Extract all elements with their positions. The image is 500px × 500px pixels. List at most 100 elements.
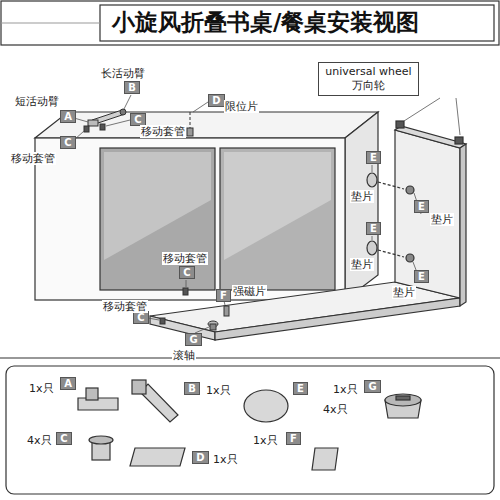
- roller: [210, 324, 216, 330]
- cabinet-side: [345, 112, 378, 300]
- leader-lines: [74, 95, 460, 333]
- part-long-arm: [132, 380, 146, 394]
- glass-shine: [104, 152, 211, 260]
- part-letter: D: [208, 94, 225, 107]
- part-letter-text: C: [60, 433, 68, 444]
- cabinet: [35, 112, 378, 300]
- part-roller: [385, 394, 421, 406]
- base-board-edge: [150, 316, 215, 340]
- callout-text: 万向轮: [325, 79, 412, 93]
- part-letter-text: D: [212, 95, 221, 106]
- arm-pivot: [120, 109, 126, 115]
- leader-line: [124, 95, 131, 109]
- title-box: [100, 5, 494, 41]
- leader-line: [193, 102, 208, 112]
- quantity-label: 1x只: [28, 382, 55, 395]
- sleeve: [100, 124, 105, 130]
- sleeve: [160, 318, 165, 324]
- part-letter-text: B: [188, 383, 196, 394]
- part-letter-text: C: [183, 267, 191, 278]
- part-stop-plate: [130, 448, 185, 466]
- part-sleeve: [89, 436, 113, 444]
- part-letter: C: [179, 266, 195, 279]
- part-letter-text: F: [290, 433, 297, 444]
- part-name: 移动套管: [162, 252, 208, 265]
- part-name: 垫片: [350, 258, 374, 271]
- quantity-label: 1x只: [205, 384, 232, 397]
- part-letter: G: [185, 333, 202, 346]
- part-letter: C: [56, 432, 72, 445]
- glass-door: [220, 148, 335, 290]
- part-name: 强磁片: [232, 285, 267, 298]
- glass-door: [100, 148, 215, 290]
- side-board-edge: [460, 144, 466, 306]
- part-letter: A: [60, 377, 76, 390]
- header-rule: [1, 22, 100, 23]
- part-short-arm: [86, 388, 98, 400]
- quantity-label: 1x只: [252, 434, 279, 447]
- divider: [0, 357, 500, 358]
- part-name: 垫片: [350, 190, 374, 203]
- leader-line: [372, 165, 373, 172]
- part-letter-text: C: [137, 312, 145, 323]
- part-letter: E: [366, 222, 381, 235]
- washer: [367, 241, 377, 255]
- side-panel: [150, 121, 466, 340]
- guide-line: [190, 112, 191, 128]
- part-letter: C: [60, 136, 76, 149]
- part-letter: B: [124, 81, 140, 94]
- part-letter-text: A: [64, 111, 72, 122]
- part-letter-text: D: [196, 452, 205, 463]
- quantity-label: 1x只: [332, 383, 359, 396]
- part-name: 短活动臂: [14, 95, 60, 108]
- parts-icons: [78, 380, 421, 470]
- part-name: 移动套管: [102, 300, 148, 313]
- part-letter-text: E: [418, 201, 425, 212]
- part-magnet: [312, 448, 338, 470]
- part-letter: E: [366, 151, 381, 164]
- header-frame: [1, 1, 499, 45]
- side-board: [395, 130, 460, 298]
- part-letter: E: [414, 270, 429, 283]
- quantity-label: 1x只: [212, 453, 239, 466]
- callout-tail: [456, 98, 460, 135]
- part-name: 垫片: [430, 213, 454, 226]
- side-board-top: [395, 126, 466, 148]
- part-roller: [396, 396, 410, 400]
- part-name: 滚轴: [172, 349, 196, 362]
- hole: [406, 254, 414, 262]
- part-letter-text: G: [189, 334, 198, 345]
- stop-plate: [187, 128, 193, 136]
- leader-line: [372, 236, 373, 240]
- part-letter-text: B: [128, 82, 136, 93]
- header-border: [1, 1, 499, 45]
- universal-wheel: [396, 121, 404, 128]
- leader-line: [148, 318, 159, 320]
- part-name: 长活动臂: [100, 67, 146, 80]
- callout-box: universal wheel万向轮: [318, 62, 419, 96]
- base-board-edge: [215, 298, 460, 340]
- cabinet-front: [35, 138, 345, 300]
- part-letter-text: E: [370, 223, 377, 234]
- part-letter-text: C: [64, 137, 72, 148]
- hole: [406, 186, 414, 194]
- callout-text: universal wheel: [325, 65, 412, 79]
- cabinet-top: [35, 112, 378, 138]
- part-letter: D: [192, 451, 209, 464]
- callout-tail: [404, 98, 440, 121]
- part-name: 移动套管: [10, 152, 56, 165]
- part-letter-text: F: [220, 290, 227, 301]
- title: 小旋风折叠书桌/餐桌安装视图: [112, 8, 419, 36]
- part-letter: F: [286, 432, 301, 445]
- short-arm: [88, 120, 98, 126]
- magnet: [224, 306, 229, 316]
- universal-wheel: [455, 137, 463, 144]
- parts-panel: [6, 366, 494, 494]
- part-name: 垫片: [392, 286, 416, 299]
- washer: [367, 173, 377, 187]
- leader-line: [186, 280, 187, 287]
- part-letter-text: E: [418, 271, 425, 282]
- part-letter: E: [293, 382, 308, 395]
- part-washer: [244, 390, 288, 422]
